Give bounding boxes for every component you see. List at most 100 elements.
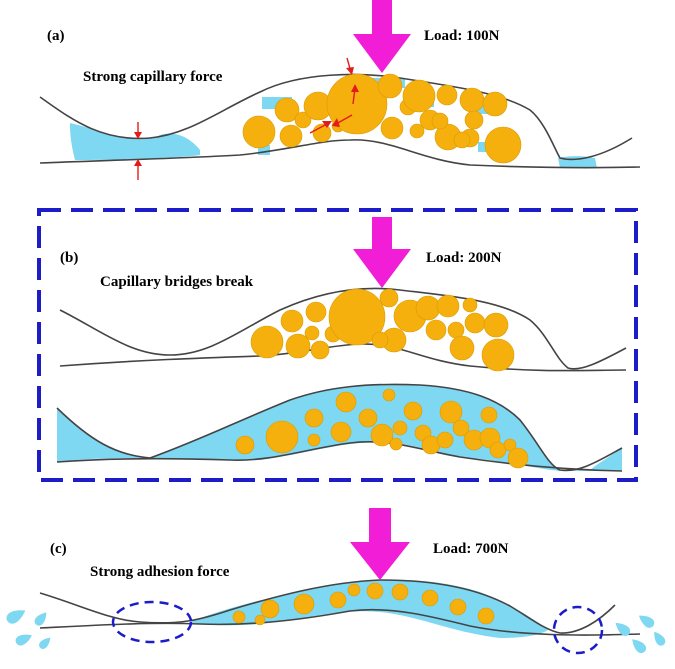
capillary-force-arrows: [134, 57, 359, 180]
panel-a-caption: Strong capillary force: [83, 69, 223, 85]
particle: [310, 340, 330, 360]
particle: [507, 447, 529, 469]
water-droplet-icon: [6, 610, 26, 624]
particle: [482, 91, 508, 117]
particle: [462, 297, 478, 313]
particle: [436, 431, 454, 449]
particle: [380, 116, 404, 140]
particle: [370, 423, 394, 447]
water-droplet-icon: [638, 615, 655, 628]
particle: [307, 433, 321, 447]
panel-a-load: Load: 100N: [424, 28, 500, 44]
load-arrow-icon: [353, 0, 411, 73]
particles-b1: [250, 288, 515, 372]
particle: [293, 593, 315, 615]
adhesion-zone-right: [552, 605, 604, 655]
particles-a: [242, 73, 522, 164]
particle: [436, 294, 460, 318]
particle: [265, 420, 299, 454]
capillary-force-arrow-icon: [134, 122, 142, 180]
particle: [425, 319, 447, 341]
droplets-right: [615, 615, 666, 654]
water-droplet-icon: [39, 637, 51, 649]
panel-b: [56, 287, 627, 472]
upper-surface-c: [39, 579, 616, 634]
particle: [232, 610, 246, 624]
water-droplet-icon: [654, 631, 666, 646]
panel-b-caption: Capillary bridges break: [100, 274, 254, 290]
particle: [250, 325, 284, 359]
panel-c: [6, 579, 666, 655]
particle: [447, 321, 465, 339]
particle: [503, 438, 517, 452]
particle: [483, 312, 509, 338]
particle: [280, 309, 304, 333]
panel-c-label: (c): [50, 541, 67, 557]
particle: [489, 441, 507, 459]
panel-a: [39, 57, 641, 180]
particle: [436, 84, 458, 106]
highlight-box-panel-b: [37, 208, 638, 482]
particle: [294, 111, 312, 129]
particle: [274, 97, 300, 123]
panel-b-load: Load: 200N: [426, 250, 502, 266]
panel-c-load: Load: 700N: [433, 541, 509, 557]
droplets-left: [6, 610, 51, 649]
particle: [453, 131, 471, 149]
particle: [439, 400, 463, 424]
water-droplet-icon: [34, 612, 47, 626]
water-droplet-icon: [15, 634, 32, 646]
lower-surface-b1: [59, 343, 627, 372]
particle: [449, 598, 467, 616]
particle: [330, 421, 352, 443]
particle: [328, 288, 386, 346]
particle: [480, 406, 498, 424]
particle: [477, 607, 495, 625]
particle: [326, 73, 388, 135]
load-arrow-icon: [350, 508, 410, 580]
load-arrow-icon: [353, 217, 411, 288]
particle: [484, 126, 522, 164]
particle: [415, 295, 441, 321]
particle: [304, 408, 324, 428]
particle: [347, 583, 361, 597]
particle: [379, 288, 399, 308]
particle: [329, 591, 347, 609]
particle: [377, 73, 403, 99]
particle: [304, 325, 320, 341]
adhesion-zone-left: [111, 600, 193, 644]
particle: [452, 419, 470, 437]
upper-surface-a: [39, 73, 633, 161]
capillary-force-arrow-icon: [346, 57, 359, 105]
water-droplet-icon: [615, 622, 631, 636]
panel-a-label: (a): [47, 28, 65, 44]
particle: [481, 338, 515, 372]
particle: [358, 408, 378, 428]
particle: [464, 110, 484, 130]
water-droplet-icon: [632, 639, 647, 654]
particle: [254, 614, 266, 626]
liquid-bridge-left: [70, 123, 200, 160]
particle: [389, 437, 403, 451]
particles-b2: [235, 388, 529, 469]
particle: [449, 335, 475, 361]
upper-surface-b1: [59, 287, 627, 370]
particle: [371, 331, 389, 349]
capillary-force-arrow-icon: [309, 114, 353, 134]
particle: [285, 333, 311, 359]
lower-surface-a: [39, 139, 641, 169]
panel-b-label: (b): [60, 250, 78, 266]
particle: [305, 301, 327, 323]
particle: [279, 124, 303, 148]
particle: [409, 123, 425, 139]
particle: [403, 401, 423, 421]
particle: [464, 312, 486, 334]
particle: [366, 582, 384, 600]
particle: [382, 388, 396, 402]
particle: [235, 435, 255, 455]
panel-c-caption: Strong adhesion force: [90, 564, 230, 580]
particles-c: [232, 582, 495, 626]
particle: [260, 599, 280, 619]
